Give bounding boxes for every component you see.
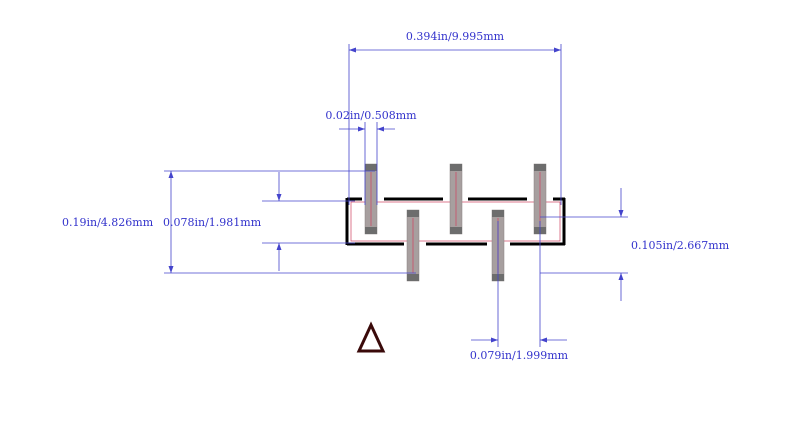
pad-top-2 [449,163,463,235]
dim-body-height: 0.078in/1.981mm [163,172,355,271]
pad-height-offset-label: 0.105in/2.667mm [631,239,730,252]
dim-overall-width: 0.394in/9.995mm [348,30,562,205]
pitch-label: 0.079in/1.999mm [470,349,569,362]
pad-top-1 [364,163,378,235]
body-height-label: 0.078in/1.981mm [163,216,262,229]
body-outline [345,197,566,246]
triangle-icon [356,321,386,353]
dim-overall-height: 0.19in/4.826mm [62,170,416,274]
overall-width-label: 0.394in/9.995mm [406,30,505,43]
dim-pad-height-offset: 0.105in/2.667mm [540,188,730,301]
pad-width-label: 0.02in/0.508mm [325,109,417,122]
pad-bottom-1 [406,209,420,282]
dim-pitch: 0.079in/1.999mm [470,221,569,362]
overall-height-label: 0.19in/4.826mm [62,216,154,229]
dim-pad-width: 0.02in/0.508mm [325,109,417,205]
